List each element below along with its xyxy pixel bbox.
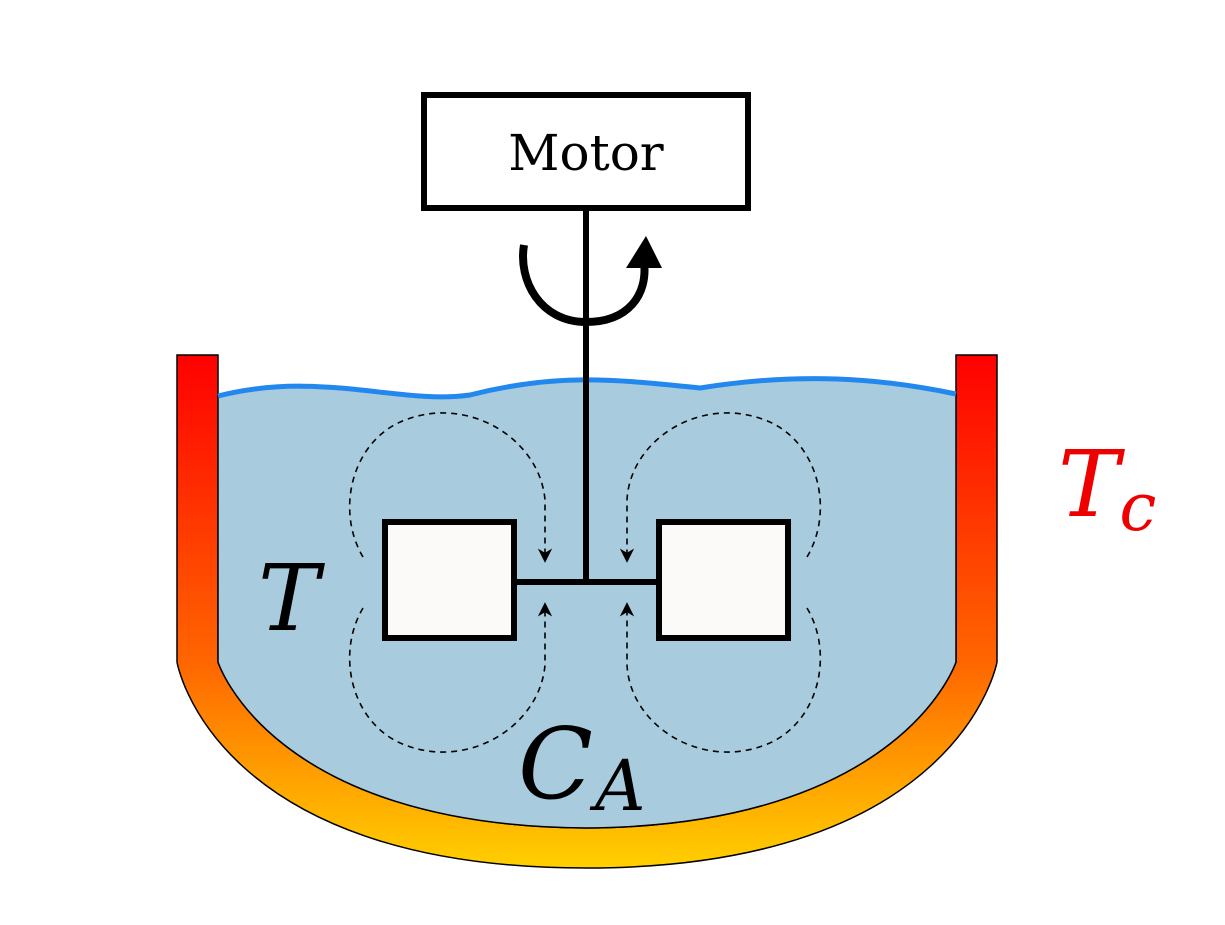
concentration-symbol: C [518, 708, 593, 822]
motor-label: Motor [508, 124, 663, 182]
concentration-label: CA [518, 708, 646, 827]
jacket-temperature-subscript: c [1119, 469, 1156, 546]
impeller-blade-left [382, 519, 517, 641]
motor-box [421, 92, 751, 211]
concentration-subscript: A [589, 745, 646, 827]
jacket-temperature-label: Tc [1058, 431, 1156, 546]
rotation-arrow-icon [519, 236, 662, 327]
jacket-temperature-symbol: T [1058, 431, 1125, 538]
reactor-temperature-label: T [258, 545, 325, 652]
impeller-blade-right [656, 519, 791, 641]
